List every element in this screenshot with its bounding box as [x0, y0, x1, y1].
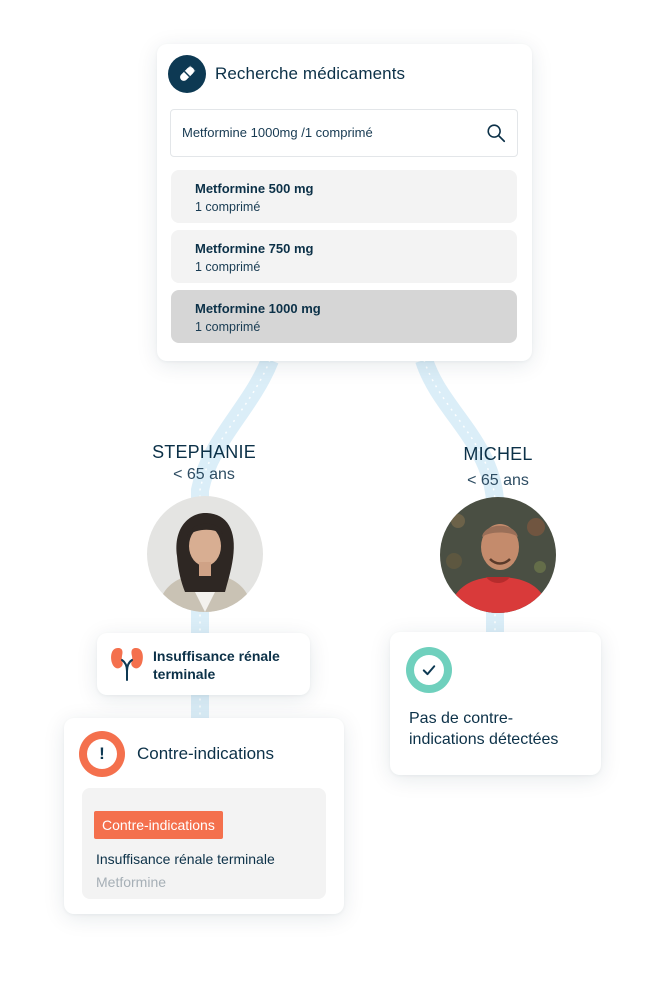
ok-line1: Pas de contre-: [409, 710, 514, 727]
avatar-stephanie: [147, 496, 263, 612]
drug-search-card: Recherche médicaments Metformine 1000mg …: [157, 44, 532, 361]
patient-age-stephanie: < 65 ans: [173, 466, 235, 483]
result-item[interactable]: Metformine 750 mg 1 comprimé: [171, 230, 517, 283]
status-badge: Contre-indications: [94, 811, 223, 839]
contraindications-panel: Contre-indications Insuffisance rénale t…: [82, 788, 326, 899]
result-item[interactable]: Metformine 500 mg 1 comprimé: [171, 170, 517, 223]
search-icon[interactable]: [485, 122, 507, 144]
search-input[interactable]: Metformine 1000mg /1 comprimé: [170, 109, 518, 157]
contraindication-condition: Insuffisance rénale terminale: [96, 851, 275, 867]
condition-line2: terminale: [153, 666, 216, 682]
warning-icon: !: [79, 731, 125, 777]
search-input-value: Metformine 1000mg /1 comprimé: [182, 125, 373, 140]
contraindications-card: ! Contre-indications Contre-indications …: [64, 718, 344, 914]
no-contraindication-card: Pas de contre- indications détectées: [390, 632, 601, 775]
pill-icon: [168, 55, 206, 93]
condition-card: Insuffisance rénale terminale: [97, 633, 310, 695]
avatar-michel: [440, 497, 556, 613]
contraindication-drug: Metformine: [96, 874, 167, 890]
condition-label: Insuffisance rénale terminale: [153, 647, 280, 683]
check-icon: [406, 647, 452, 693]
result-dose: 1 comprimé: [195, 260, 261, 274]
result-item-selected[interactable]: Metformine 1000 mg 1 comprimé: [171, 290, 517, 343]
result-name: Metformine 750 mg: [195, 241, 314, 256]
no-contraindication-text: Pas de contre- indications détectées: [409, 708, 594, 750]
kidneys-icon: [109, 645, 145, 683]
contraindications-title: Contre-indications: [137, 744, 275, 763]
result-name: Metformine 500 mg: [195, 181, 314, 196]
result-name: Metformine 1000 mg: [195, 301, 321, 316]
ok-line2: indications détectées: [409, 731, 559, 748]
patient-age-michel: < 65 ans: [467, 472, 529, 489]
condition-line1: Insuffisance rénale: [153, 648, 280, 664]
patient-name-stephanie: STEPHANIE: [152, 442, 256, 462]
result-dose: 1 comprimé: [195, 320, 261, 334]
patient-name-michel: MICHEL: [463, 444, 533, 464]
search-title: Recherche médicaments: [215, 64, 406, 83]
result-dose: 1 comprimé: [195, 200, 261, 214]
